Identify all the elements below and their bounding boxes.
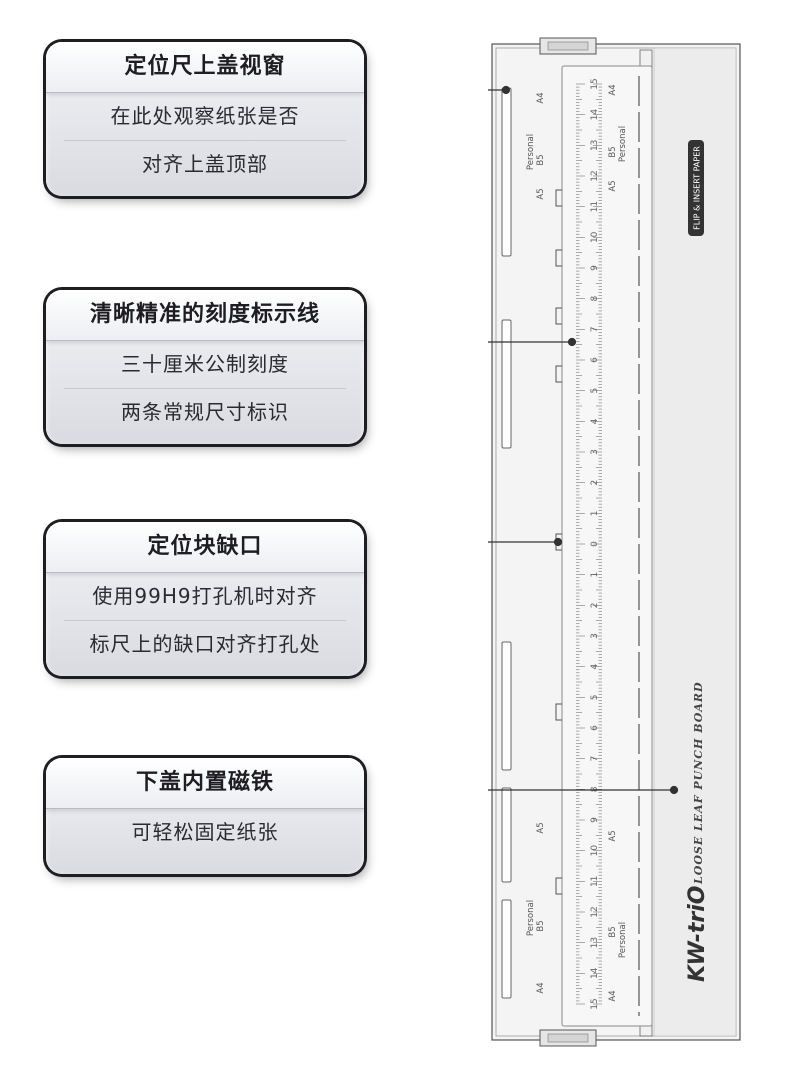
locator-notch	[555, 877, 562, 895]
scale-number: 13	[590, 140, 600, 151]
callout-dot	[553, 537, 563, 547]
scale-number: 7	[590, 326, 600, 332]
size-label: A5	[608, 830, 618, 841]
size-label: A4	[536, 92, 546, 103]
size-label: A4	[536, 982, 546, 993]
card-text: 使用99H9打孔机时对齐	[92, 584, 318, 608]
locator-notch	[555, 365, 562, 383]
card-title: 定位尺上盖视窗	[46, 42, 364, 93]
scale-number: 7	[590, 756, 600, 762]
feature-card-scale: 清晰精准的刻度标示线 三十厘米公制刻度 两条常规尺寸标识	[46, 290, 364, 444]
scale-number: 10	[590, 231, 600, 243]
size-label: A5	[608, 180, 618, 191]
card-text: 标尺上的缺口对齐打孔处	[64, 620, 346, 668]
size-label: B5	[608, 146, 618, 157]
feature-badge: FLIP & INSERT PAPER	[693, 146, 702, 230]
scale-number: 10	[590, 845, 600, 857]
locator-notch	[555, 703, 562, 721]
scale-number: 3	[590, 633, 600, 639]
scale-number: 0	[590, 541, 600, 547]
scale-number: 12	[590, 906, 600, 917]
feature-card-window: 定位尺上盖视窗 在此处观察纸张是否 对齐上盖顶部	[46, 42, 364, 196]
scale-number: 14	[590, 967, 600, 979]
card-text: 对齐上盖顶部	[64, 140, 346, 188]
scale-number: 6	[590, 357, 600, 363]
scale-number: 9	[590, 265, 600, 271]
card-title: 下盖内置磁铁	[46, 758, 364, 809]
brand-logo: KW-triO	[685, 886, 710, 982]
card-title: 清晰精准的刻度标示线	[46, 290, 364, 341]
scale-number: 4	[590, 664, 600, 670]
size-label: A5	[536, 188, 546, 199]
scale-number: 11	[590, 876, 600, 887]
locator-notch	[555, 189, 562, 207]
card-text: 在此处观察纸张是否	[110, 104, 300, 128]
callout-dot	[669, 785, 679, 795]
size-label: A4	[608, 990, 618, 1001]
scale-number: 2	[590, 602, 600, 608]
scale-number: 5	[590, 388, 600, 394]
scale-number: 4	[590, 418, 600, 424]
scale-number: 5	[590, 694, 600, 700]
size-label: Personal	[526, 900, 536, 936]
card-text: 可轻松固定纸张	[131, 820, 279, 844]
size-label: B5	[536, 920, 546, 931]
size-label: A5	[536, 822, 546, 833]
size-label: B5	[608, 926, 618, 937]
scale-number: 9	[590, 817, 600, 823]
callout-dot	[567, 337, 577, 347]
feature-card-notch: 定位块缺口 使用99H9打孔机时对齐 标尺上的缺口对齐打孔处	[46, 522, 364, 676]
punch-slot	[501, 899, 512, 999]
model-name: LOOSE LEAF PUNCH BOARD	[692, 681, 705, 885]
card-title: 定位块缺口	[46, 522, 364, 573]
scale-number: 15	[590, 78, 600, 89]
scale-number: 8	[590, 296, 600, 302]
locator-notch	[555, 307, 562, 325]
punch-slot	[501, 641, 512, 771]
punch-slot	[501, 787, 512, 883]
size-label: B5	[536, 154, 546, 165]
scale-number: 15	[590, 998, 600, 1009]
scale-number: 2	[590, 480, 600, 486]
punch-slot	[501, 319, 512, 449]
card-text: 三十厘米公制刻度	[121, 352, 289, 376]
scale-number: 1	[590, 572, 600, 578]
size-label: Personal	[618, 126, 628, 162]
scale-number: 3	[590, 449, 600, 455]
size-label: A4	[608, 84, 618, 95]
scale-number: 1	[590, 510, 600, 516]
card-text: 两条常规尺寸标识	[64, 388, 346, 436]
feature-card-magnet: 下盖内置磁铁 可轻松固定纸张	[46, 758, 364, 874]
scale-number: 14	[590, 109, 600, 121]
scale-number: 6	[590, 725, 600, 731]
scale-number: 11	[590, 201, 600, 212]
scale-number: 13	[590, 937, 600, 948]
locator-notch	[555, 249, 562, 267]
callout-dot	[501, 85, 511, 95]
size-label: Personal	[526, 134, 536, 170]
punch-slot	[501, 87, 512, 257]
scale-number: 8	[590, 786, 600, 792]
size-label: Personal	[618, 922, 628, 958]
scale-number: 12	[590, 170, 600, 181]
